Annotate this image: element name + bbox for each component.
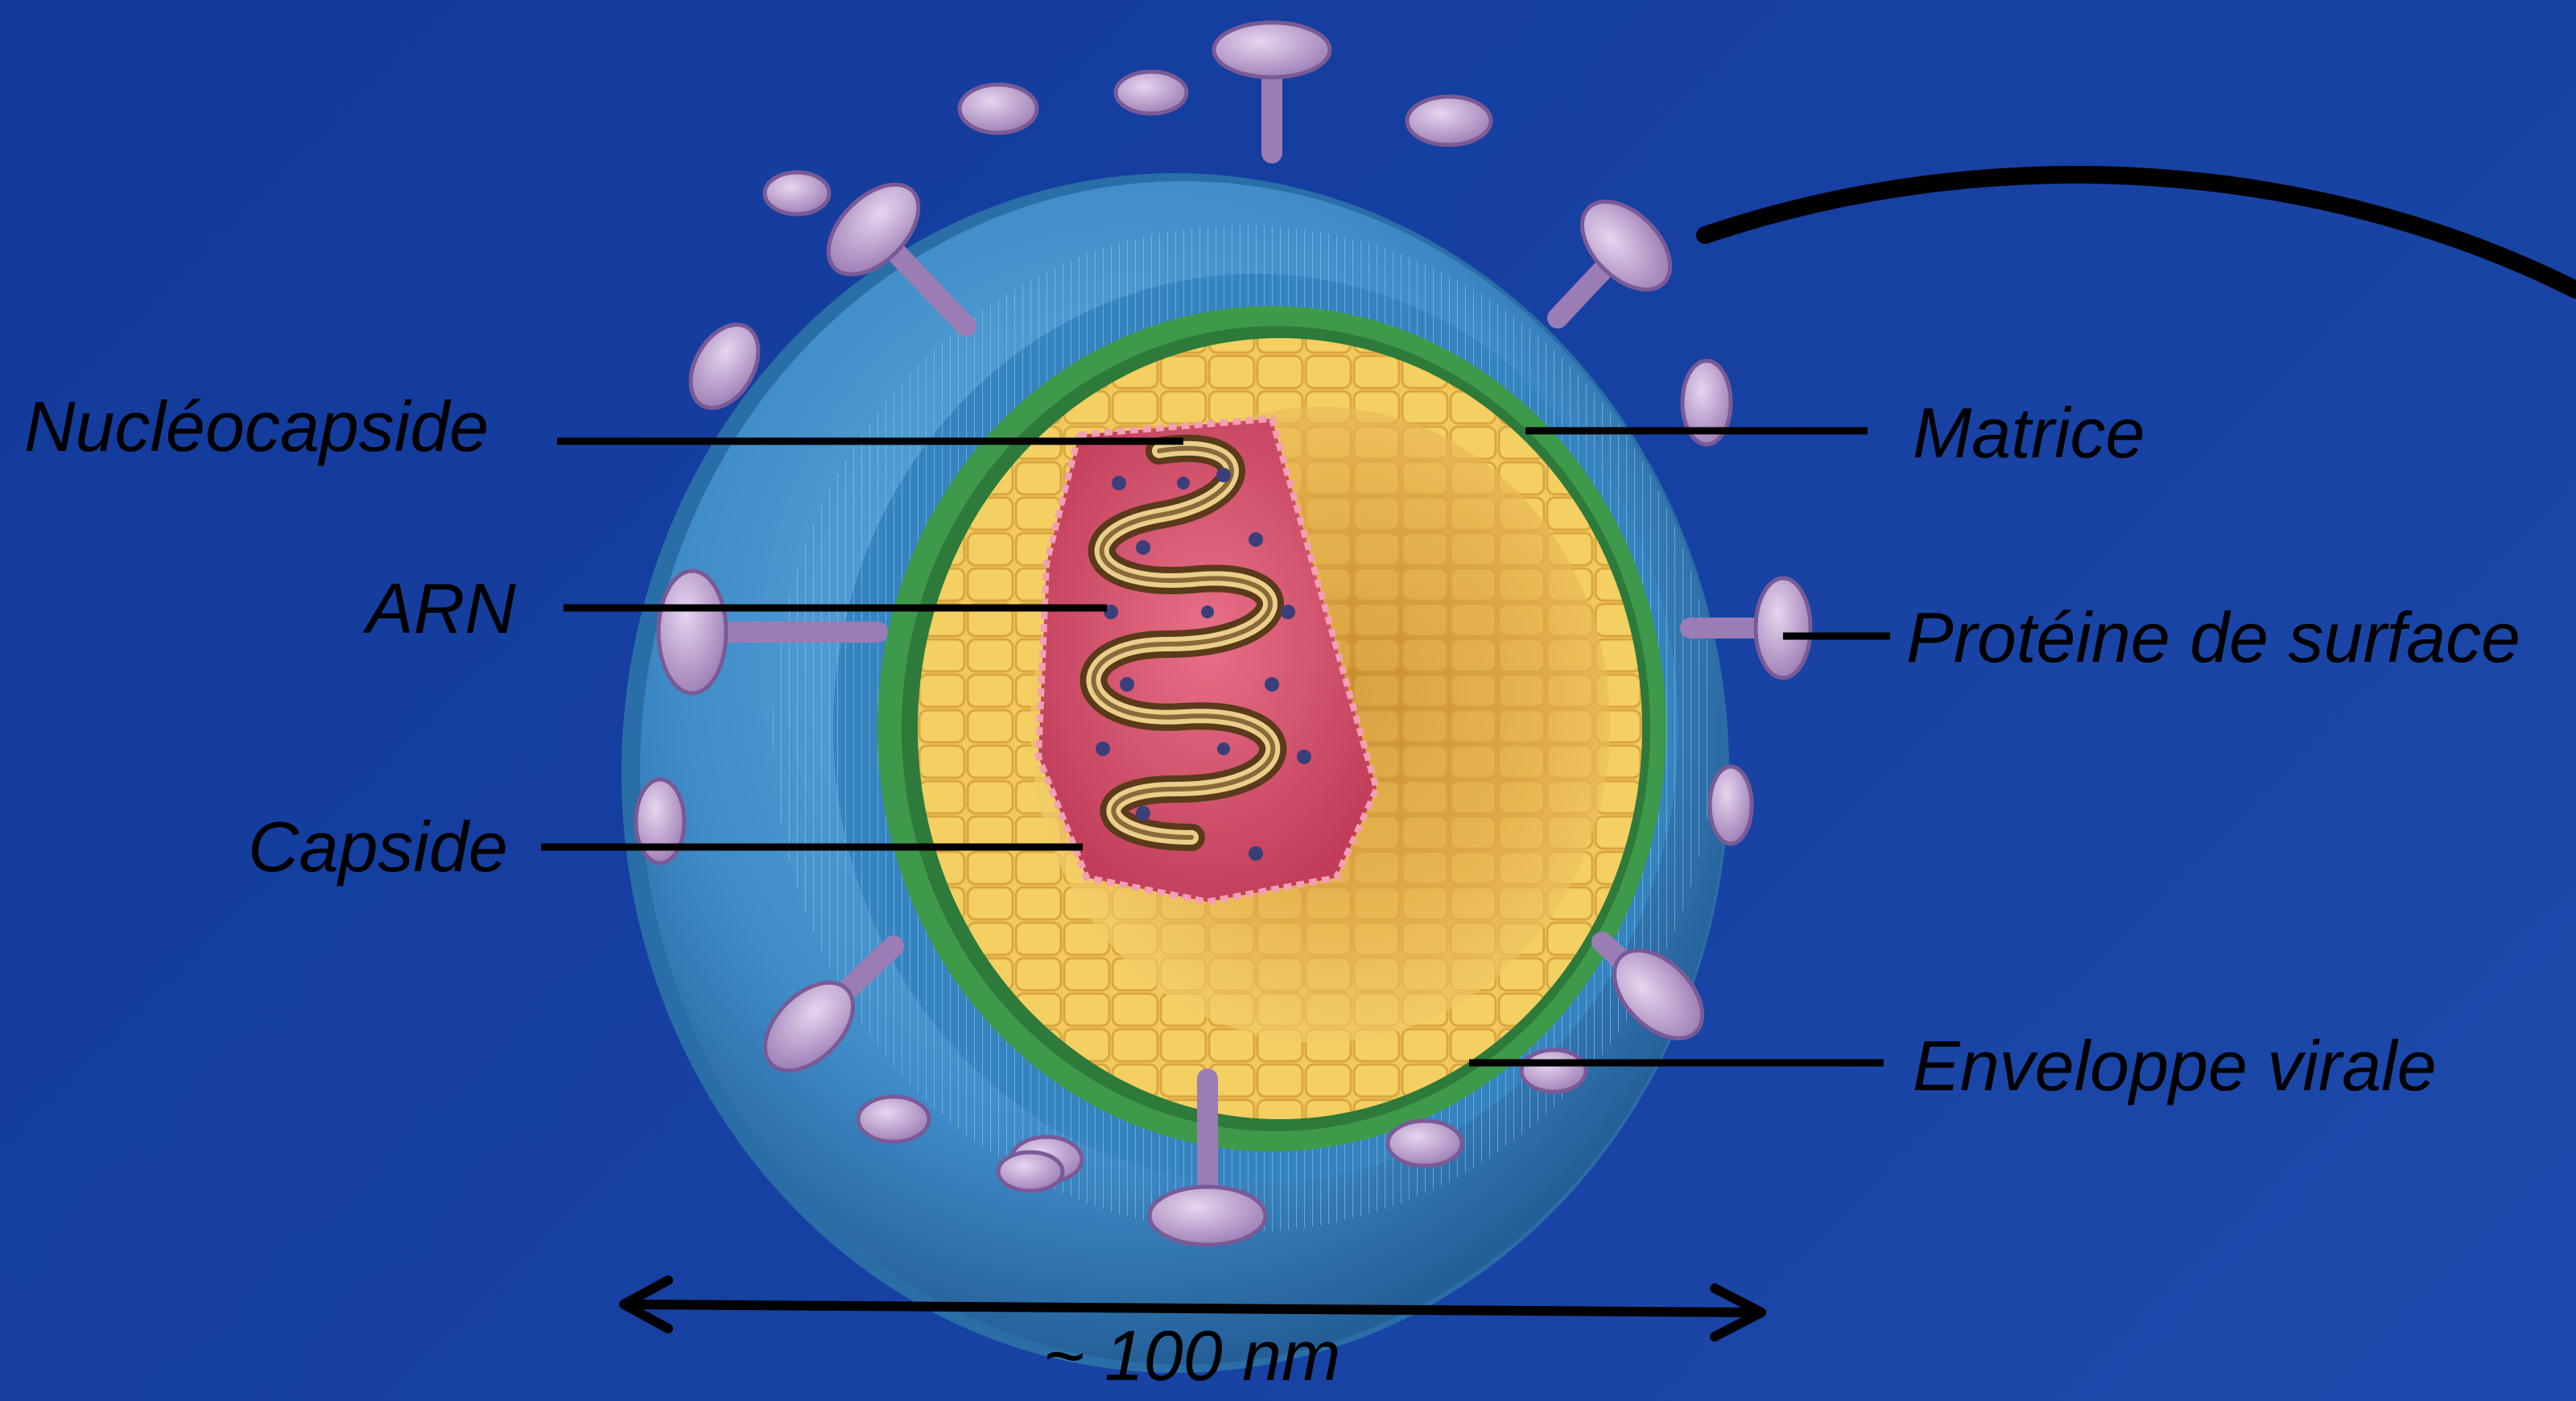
label-enveloppe-virale: Enveloppe virale xyxy=(1913,1031,2437,1101)
label-capside: Capside xyxy=(248,812,508,882)
label-nucleocapside: Nucléocapside xyxy=(24,391,489,462)
scale-label: ~ 100 nm xyxy=(1043,1320,1340,1391)
label-proteine-surface: Protéine de surface xyxy=(1906,602,2520,673)
label-matrice: Matrice xyxy=(1913,398,2145,469)
label-arn: ARN xyxy=(366,573,516,644)
